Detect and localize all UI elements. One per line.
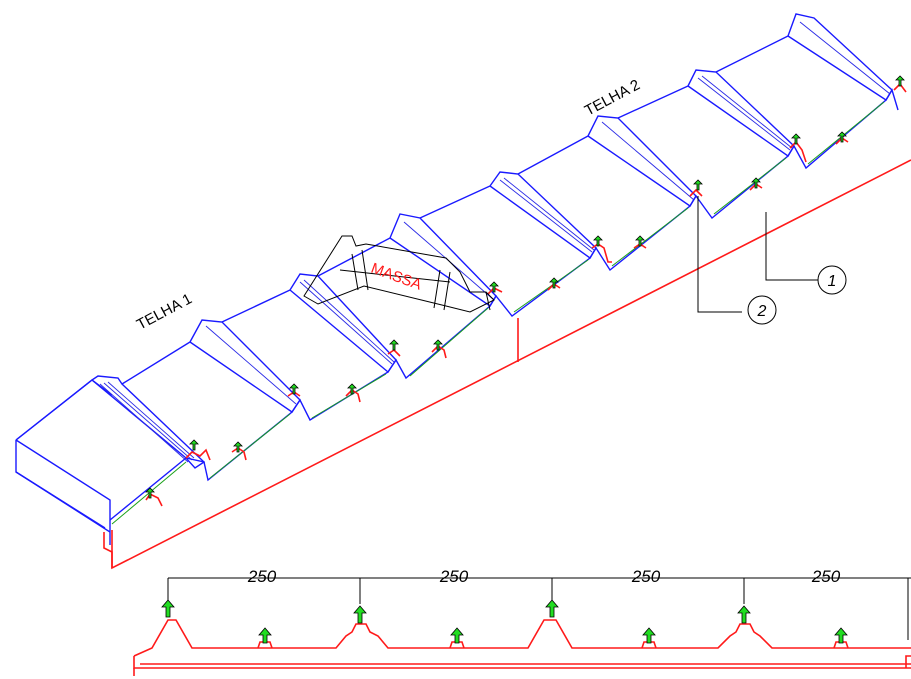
valley-seats-isometric (145, 82, 907, 507)
fastener-icon (233, 441, 243, 453)
rib-5 (489, 171, 597, 260)
massa-detail (303, 235, 495, 313)
fasteners-section (161, 599, 848, 644)
fastener-icon (289, 383, 299, 395)
callout-1-label: 1 (828, 273, 837, 290)
fastener-icon (258, 627, 272, 644)
base-line-isometric (103, 159, 911, 570)
fastener-icon (347, 383, 357, 395)
dimension-label: 250 (247, 567, 277, 586)
rib-8 (787, 13, 893, 101)
fastener-icon (751, 177, 761, 189)
fastener-icon (895, 75, 905, 87)
fastener-icon (353, 605, 367, 624)
fastener-icon (433, 339, 443, 351)
dimension-label: 250 (811, 567, 841, 586)
fastener-icon (635, 235, 645, 247)
fastener-icon (389, 339, 399, 351)
dimension-label: 250 (631, 567, 661, 586)
rib-3 (289, 273, 397, 374)
fastener-icon (189, 439, 199, 451)
rib-1 (91, 375, 206, 469)
fastener-icon (834, 627, 848, 644)
label-telha-1: TELHA 1 (134, 290, 195, 333)
rib-6 (587, 115, 697, 207)
fastener-icon (145, 487, 155, 499)
rib-7 (687, 69, 795, 158)
dimension-label: 250 (439, 567, 469, 586)
tile-isometric-view (15, 13, 899, 545)
fastener-icon (489, 281, 499, 293)
section-view (133, 577, 911, 676)
fastener-icon (593, 235, 603, 247)
fastener-icon (642, 627, 656, 644)
callout-2-label: 2 (757, 303, 767, 320)
fastener-icon (549, 277, 559, 289)
fastener-icon (161, 599, 175, 618)
callout-leaders (697, 196, 847, 325)
label-telha-2: TELHA 2 (582, 76, 643, 119)
fastener-icon (837, 131, 847, 143)
fastener-icon (791, 133, 801, 145)
fastener-icon (450, 627, 464, 644)
fasteners-isometric (145, 75, 905, 499)
fastener-icon (693, 179, 703, 191)
fastener-icon (737, 605, 751, 624)
label-massa: MASSA (369, 260, 424, 294)
fastener-icon (545, 599, 559, 618)
rib-2 (189, 319, 301, 413)
